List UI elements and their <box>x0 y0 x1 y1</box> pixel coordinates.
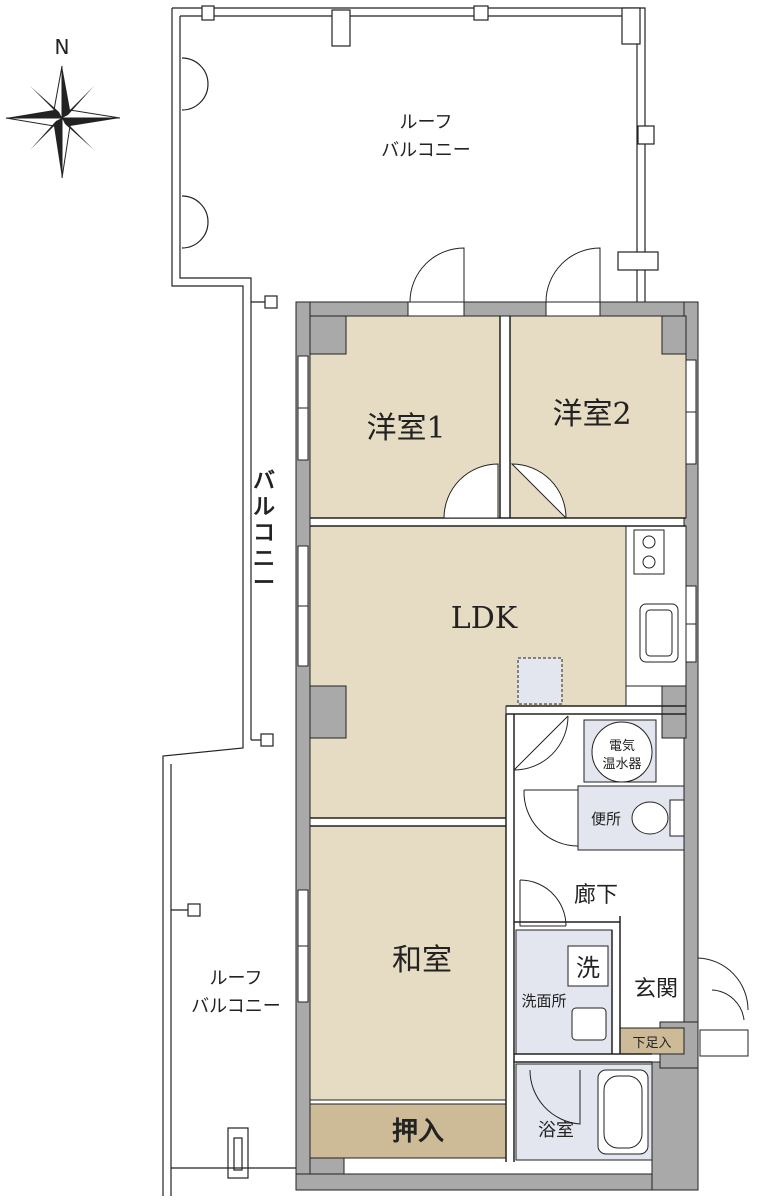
toilet-label: 便所 <box>591 810 621 828</box>
roof-balcony-top-label-2: バルコニー <box>381 140 471 161</box>
water-heater <box>591 721 653 783</box>
japanese-room-label: 和室 <box>392 943 452 978</box>
washroom-label: 洗面所 <box>521 992 566 1010</box>
svg-text:コ: コ <box>253 521 275 546</box>
washer-box <box>567 945 609 987</box>
svg-text:ー: ー <box>253 571 275 596</box>
japanese-room <box>309 825 507 1101</box>
roof-balcony-bottom-label-1: ルーフ <box>210 968 263 989</box>
fixtures <box>517 529 685 1155</box>
doors <box>407 247 749 1125</box>
ldk-pillar <box>517 657 563 705</box>
roof-balcony-top <box>171 5 659 302</box>
ldk-room <box>309 525 627 819</box>
shoe-storage-label: 下足入 <box>632 1036 671 1051</box>
basin <box>571 1007 607 1041</box>
roof-balcony-bottom-label-2: バルコニー <box>191 996 281 1017</box>
bath-label: 浴室 <box>538 1120 574 1141</box>
corridor-label: 廊下 <box>574 883 618 908</box>
interior-walls <box>310 316 686 1162</box>
roof-balcony-top-label-1: ルーフ <box>400 112 453 133</box>
north-label: N <box>55 35 70 59</box>
washer-label: 洗 <box>576 954 600 982</box>
water-heater-label-1: 電気 <box>609 738 635 754</box>
western-room-1-label: 洋室1 <box>366 411 445 446</box>
svg-text:ル: ル <box>253 495 275 520</box>
svg-text:ニ: ニ <box>253 547 275 572</box>
windows <box>297 355 697 1003</box>
water-heater-label-2: 温水器 <box>602 757 641 772</box>
closet-label: 押入 <box>392 1117 444 1147</box>
entrance-label: 玄関 <box>634 977 678 1002</box>
closet <box>309 1103 507 1159</box>
svg-text:バ: バ <box>253 469 275 494</box>
toilet-bowl <box>631 801 669 835</box>
western-room-2-label: 洋室2 <box>552 397 631 432</box>
compass: N <box>5 35 121 179</box>
ldk-label: LDK <box>451 601 518 636</box>
balcony-side-label: バ ル コ ニ ー <box>253 469 275 596</box>
balcony-side <box>162 295 300 1196</box>
